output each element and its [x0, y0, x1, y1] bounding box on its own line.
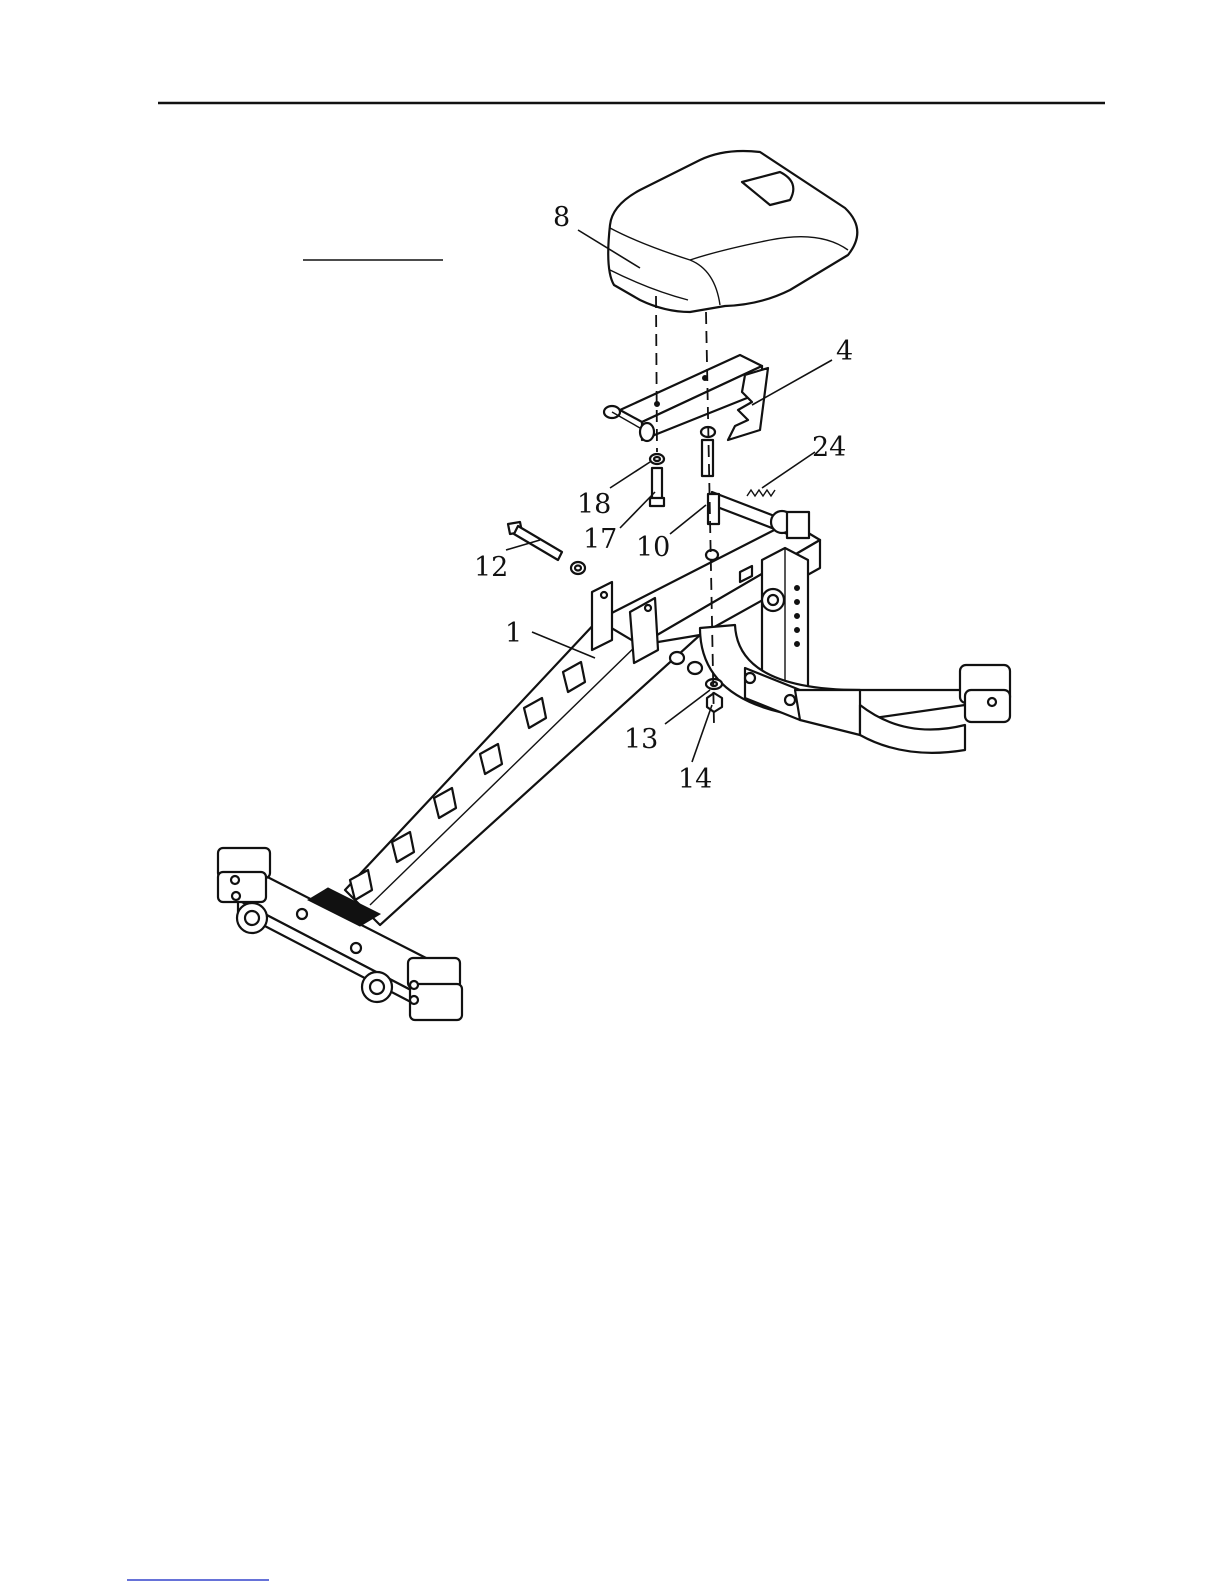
spring-part-24	[747, 490, 775, 496]
label-part-8: 8	[553, 202, 570, 233]
nut-upper	[706, 550, 718, 560]
label-part-4: 4	[836, 336, 853, 367]
label-part-17: 17	[583, 524, 617, 555]
label-part-12: 12	[474, 552, 508, 583]
nut-part-14	[707, 693, 722, 712]
label-part-13: 13	[624, 724, 658, 755]
label-part-14: 14	[678, 764, 712, 795]
bolt-part-12	[508, 522, 585, 574]
seat-bracket-part-4	[604, 355, 768, 441]
label-part-10: 10	[636, 532, 670, 563]
label-part-18: 18	[577, 489, 611, 520]
seat-pad-part-8	[608, 151, 857, 312]
nut-lower-right	[688, 662, 702, 674]
washer-part-18	[650, 454, 664, 464]
bolt-part-17	[650, 468, 664, 506]
label-part-1: 1	[505, 618, 522, 649]
label-part-24: 24	[812, 432, 846, 463]
nut-lower-left	[670, 652, 684, 664]
frame-part-1	[218, 492, 1010, 1020]
